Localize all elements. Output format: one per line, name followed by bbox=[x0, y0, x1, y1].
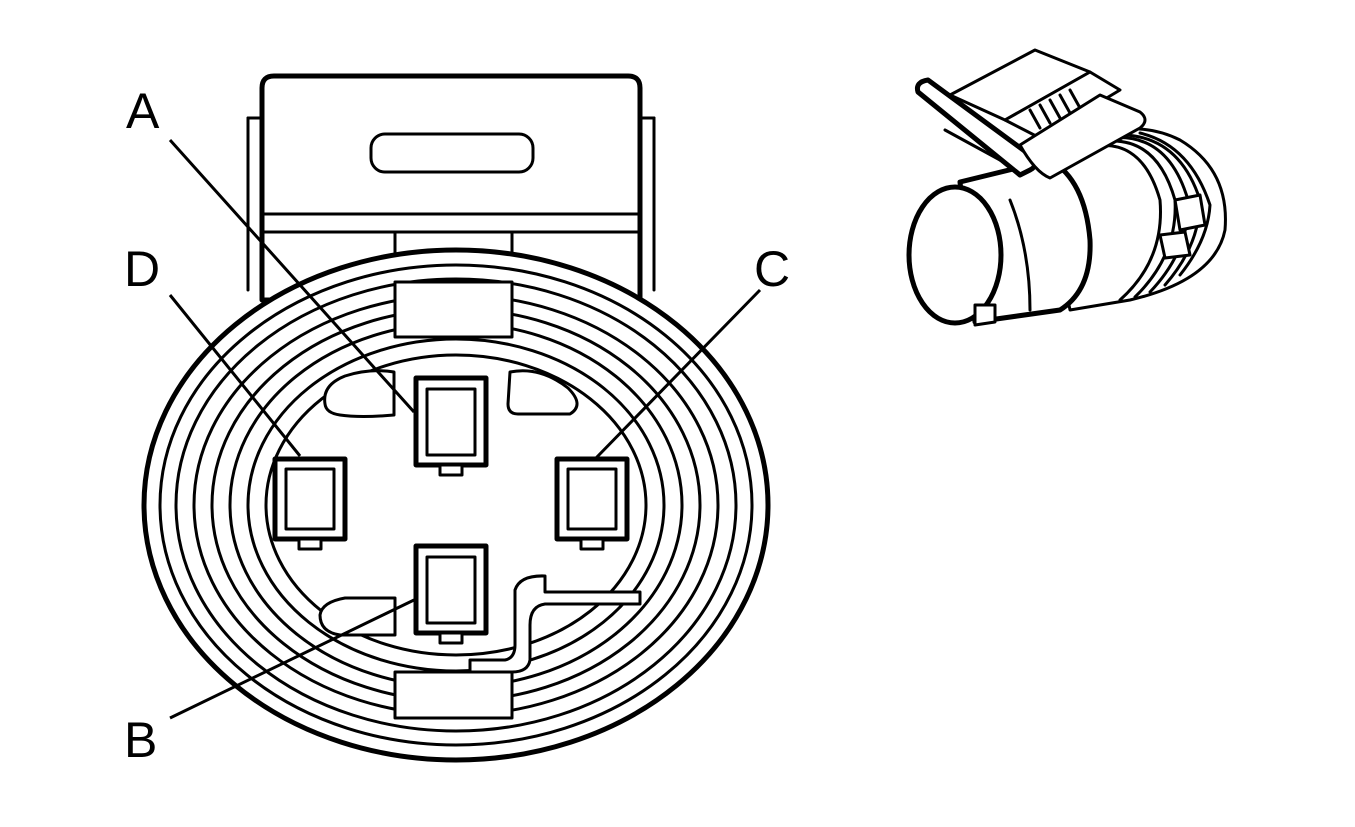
pin-label-d: D bbox=[124, 241, 160, 297]
leader-line-b bbox=[169, 598, 415, 720]
pin-label-b: B bbox=[124, 712, 157, 768]
latch-slot bbox=[369, 132, 535, 174]
terminal-d bbox=[272, 456, 348, 551]
terminal-a bbox=[413, 375, 489, 477]
pin-label-a: A bbox=[126, 83, 160, 139]
blank-cavity-upper-left bbox=[323, 369, 396, 418]
leader-line-d bbox=[168, 294, 302, 457]
pin-label-c: C bbox=[754, 241, 790, 297]
terminal-b bbox=[413, 543, 489, 645]
terminal-c bbox=[554, 456, 630, 551]
connector-face-view: A B C D bbox=[124, 73, 790, 768]
bottom-key bbox=[393, 670, 514, 720]
polarization-rib bbox=[468, 574, 642, 674]
blank-cavity-upper-right bbox=[506, 369, 579, 416]
leader-line-a bbox=[168, 138, 416, 414]
connector-isometric-view bbox=[906, 48, 1227, 327]
leader-line-c bbox=[594, 288, 762, 460]
blank-cavity-lower-left bbox=[318, 596, 397, 637]
latch-housing bbox=[246, 73, 656, 303]
top-key bbox=[393, 280, 514, 339]
